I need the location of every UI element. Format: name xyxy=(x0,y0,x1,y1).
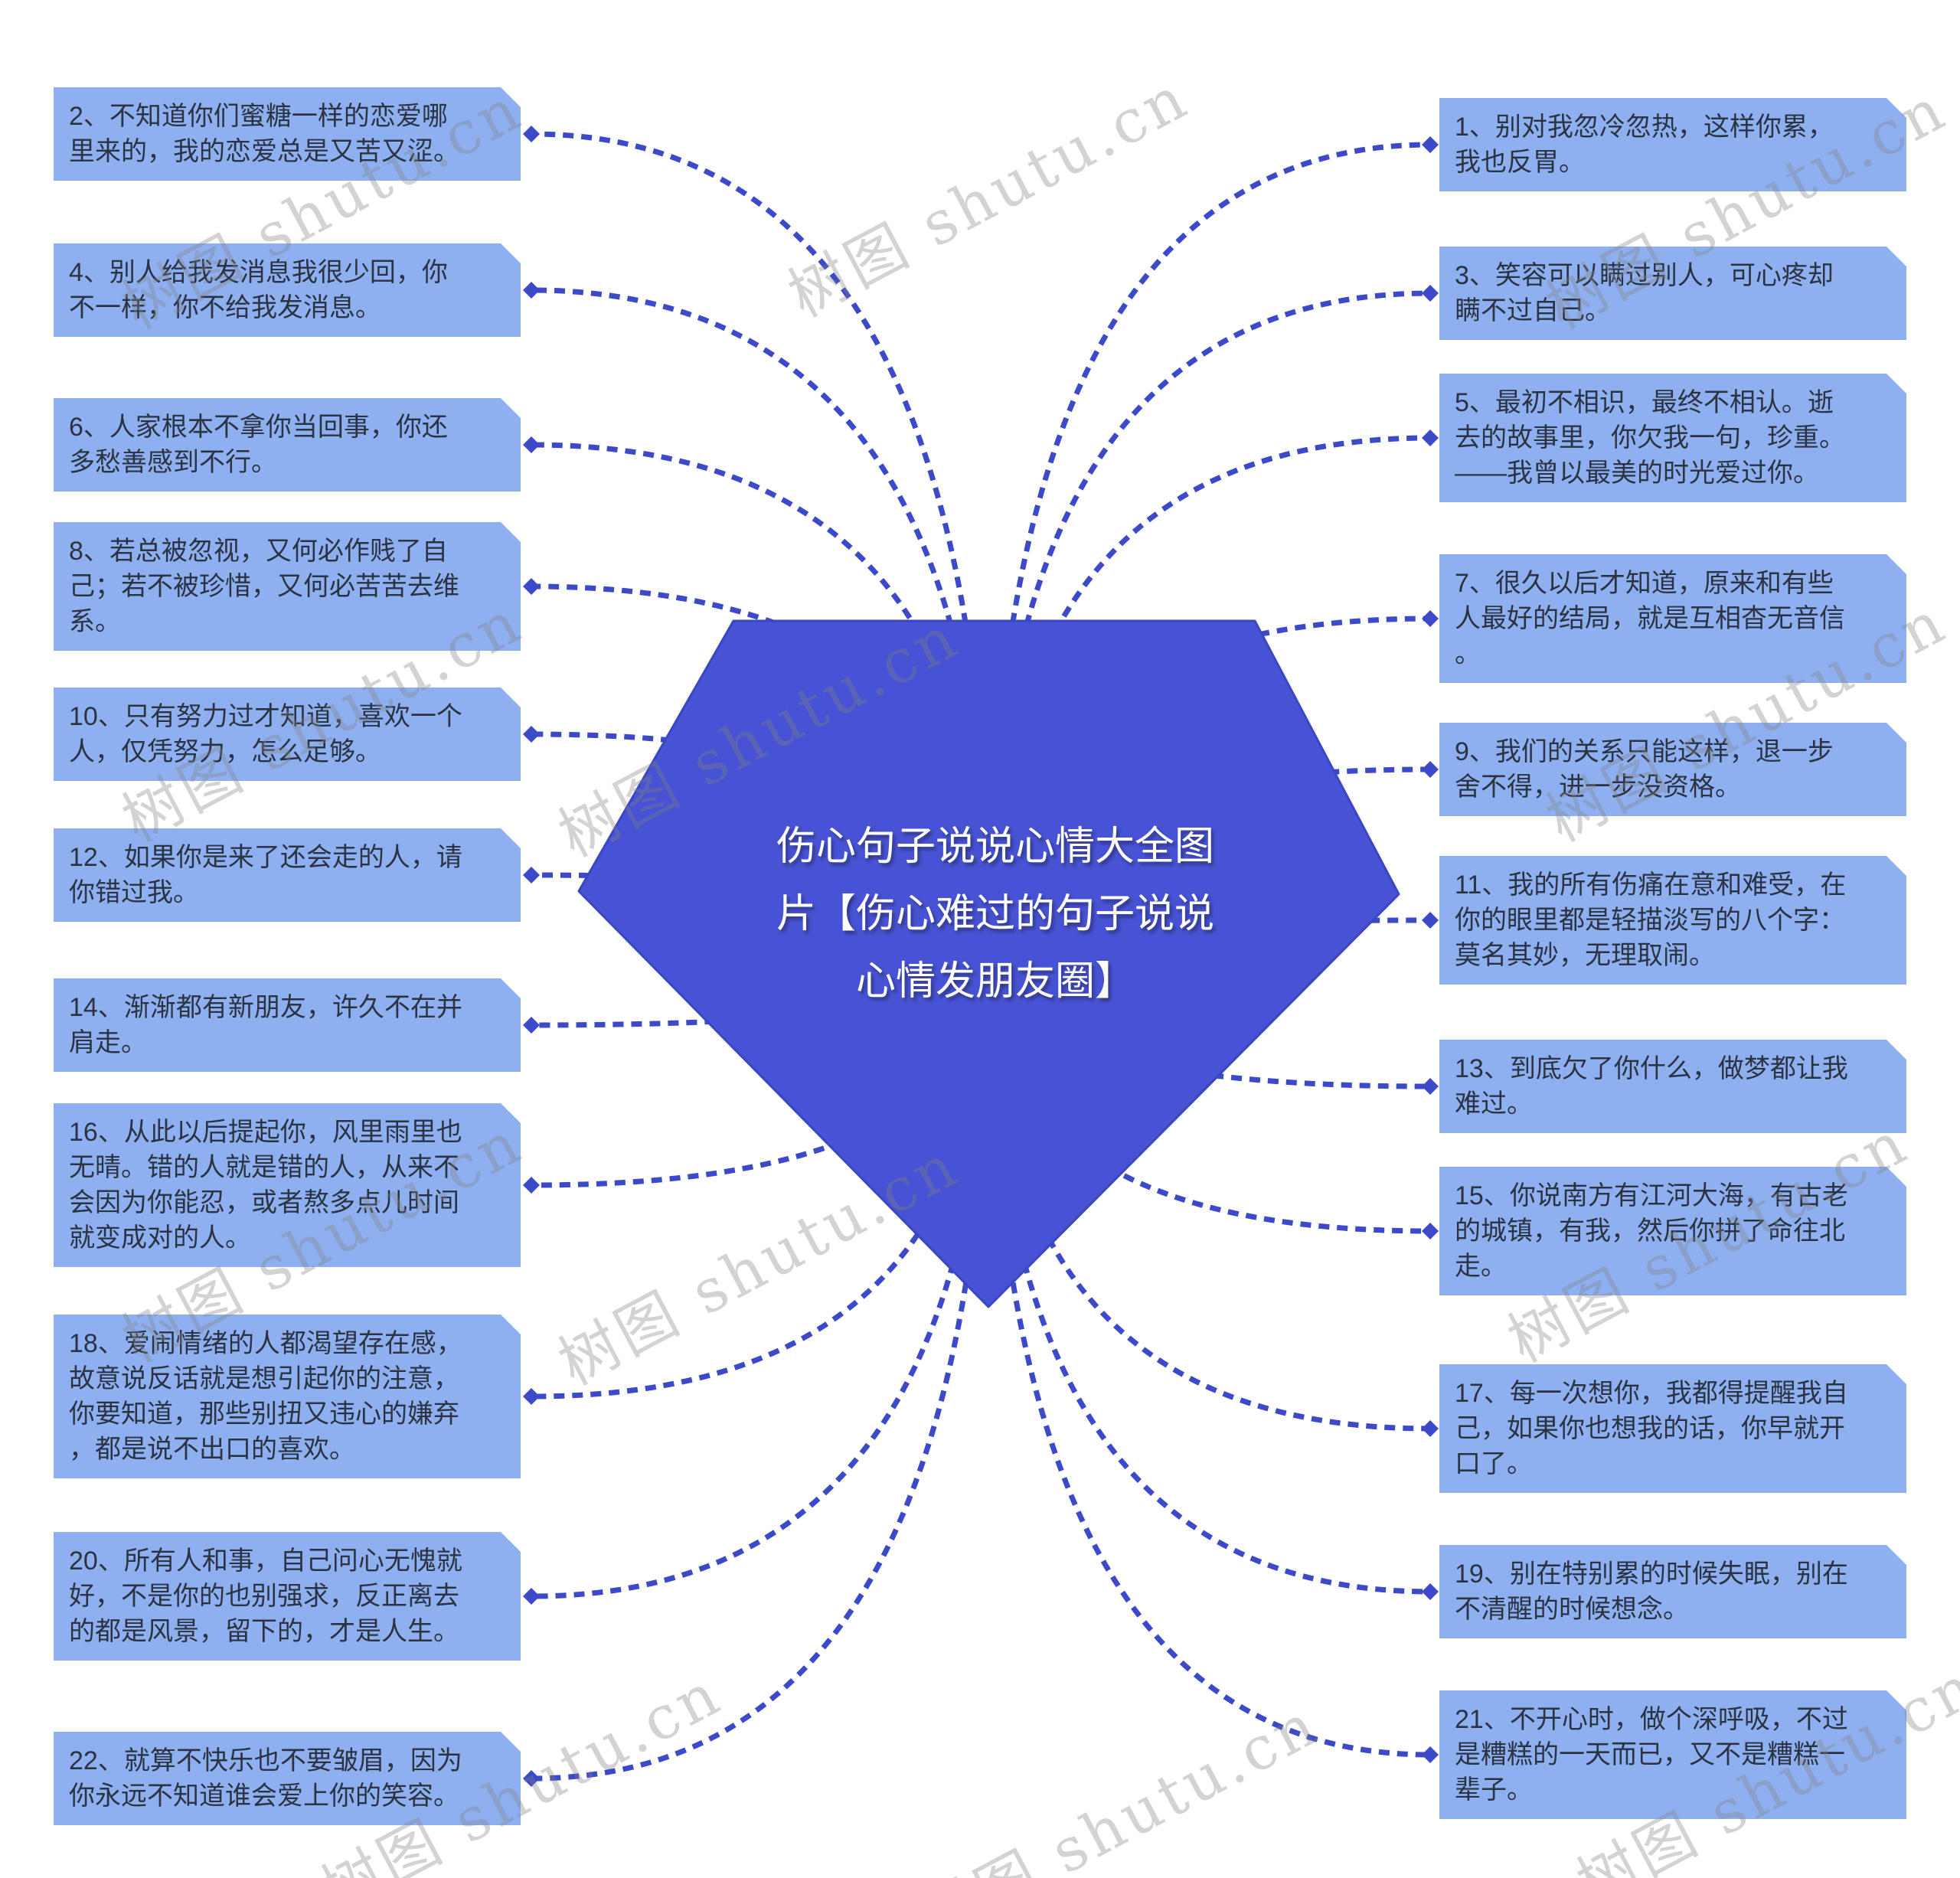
quote-box-22[interactable]: 22、就算不快乐也不要皱眉，因为你永远不知道谁会爱上你的笑容。 xyxy=(54,1732,521,1825)
quote-box-8[interactable]: 8、若总被忽视，又何必作贱了自己；若不被珍惜，又何必苦苦去维系。 xyxy=(54,522,521,651)
connector-line xyxy=(986,952,1431,1089)
quote-box-11[interactable]: 11、我的所有伤痛在意和难受，在你的眼里都是轻描淡写的八个字：莫名其妙，无理取闹… xyxy=(1439,856,1906,985)
quote-box-14[interactable]: 14、渐渐都有新朋友，许久不在并肩走。 xyxy=(54,978,521,1072)
quote-box-1[interactable]: 1、别对我忽冷忽热，这样你累，我也反胃。 xyxy=(1439,98,1906,191)
quote-box-5[interactable]: 5、最初不相识，最终不相认。逝去的故事里，你欠我一句，珍重。——我曾以最美的时光… xyxy=(1439,374,1906,502)
connector-diamond-icon xyxy=(523,282,540,299)
connector-diamond-icon xyxy=(1422,1583,1439,1600)
quote-box-17[interactable]: 17、每一次想你，我都得提醒我自己，如果你也想我的话，你早就开口了。 xyxy=(1439,1364,1906,1493)
connector-diamond-icon xyxy=(523,436,540,453)
quote-box-13[interactable]: 13、到底欠了你什么，做梦都让我难过。 xyxy=(1439,1040,1906,1133)
connector-diamond-icon xyxy=(1422,1223,1439,1239)
quote-box-6[interactable]: 6、人家根本不拿你当回事，你还多愁善感到不行。 xyxy=(54,398,521,492)
connector-line xyxy=(986,290,1431,954)
connector-diamond-icon xyxy=(1422,1746,1439,1763)
connector-diamond-icon xyxy=(523,726,540,743)
quote-box-19[interactable]: 19、别在特别累的时候失眠，别在不清醒的时候想念。 xyxy=(1439,1545,1906,1638)
connector-diamond-icon xyxy=(1422,1420,1439,1437)
connector-diamond-icon xyxy=(523,578,540,595)
connector-diamond-icon xyxy=(523,1770,540,1787)
quote-box-2[interactable]: 2、不知道你们蜜糖一样的恋爱哪里来的，我的恋爱总是又苦又涩。 xyxy=(54,87,521,181)
quote-box-12[interactable]: 12、如果你是来了还会走的人，请你错过我。 xyxy=(54,828,521,922)
quote-box-21[interactable]: 21、不开心时，做个深呼吸，不过是糟糕的一天而已，又不是糟糕一辈子。 xyxy=(1439,1690,1906,1819)
connector-diamond-icon xyxy=(1422,136,1439,153)
connector-diamond-icon xyxy=(523,867,540,883)
quote-box-20[interactable]: 20、所有人和事，自己问心无愧就好，不是你的也别强求，反正离去的都是风景，留下的… xyxy=(54,1532,521,1661)
quote-box-10[interactable]: 10、只有努力过才知道，喜欢一个人，仅凭努力，怎么足够。 xyxy=(54,688,521,781)
quote-box-15[interactable]: 15、你说南方有江河大海，有古老的城镇，有我，然后你拼了命往北走。 xyxy=(1439,1167,1906,1295)
connector-diamond-icon xyxy=(1422,285,1439,302)
quote-box-16[interactable]: 16、从此以后提起你，风里雨里也无晴。错的人就是错的人，从来不会因为你能忍，或者… xyxy=(54,1103,521,1267)
connector-diamond-icon xyxy=(523,1177,540,1194)
connector-diamond-icon xyxy=(523,126,540,142)
connector-line xyxy=(531,287,992,954)
connector-diamond-icon xyxy=(523,1388,540,1405)
quote-box-18[interactable]: 18、爱闹情绪的人都渴望存在感，故意说反话就是想引起你的注意，你要知道，那些别扭… xyxy=(54,1315,521,1478)
quote-box-4[interactable]: 4、别人给我发消息我很少回，你不一样，你不给我发消息。 xyxy=(54,243,521,337)
connector-diamond-icon xyxy=(523,1588,540,1605)
connector-diamond-icon xyxy=(1422,912,1439,929)
quote-box-9[interactable]: 9、我们的关系只能这样，退一步舍不得，进一步没资格。 xyxy=(1439,723,1906,816)
connector-diamond-icon xyxy=(1422,761,1439,778)
quote-box-7[interactable]: 7、很久以后才知道，原来和有些人最好的结局，就是互相杳无音信。 xyxy=(1439,554,1906,683)
connector-diamond-icon xyxy=(1422,610,1439,627)
quote-box-3[interactable]: 3、笑容可以瞒过别人，可心疼却瞒不过自己。 xyxy=(1439,247,1906,340)
central-topic-title[interactable]: 伤心句子说说心情大全图片【伤心难过的句子说说心情发朋友圈】 xyxy=(776,825,1214,1004)
connector-diamond-icon xyxy=(523,1017,540,1034)
connector-line xyxy=(531,952,992,1599)
connector-line xyxy=(986,435,1431,954)
connector-diamond-icon xyxy=(1422,429,1439,446)
connector-diamond-icon xyxy=(1422,1078,1439,1095)
central-topic-shape[interactable] xyxy=(577,619,1400,1308)
